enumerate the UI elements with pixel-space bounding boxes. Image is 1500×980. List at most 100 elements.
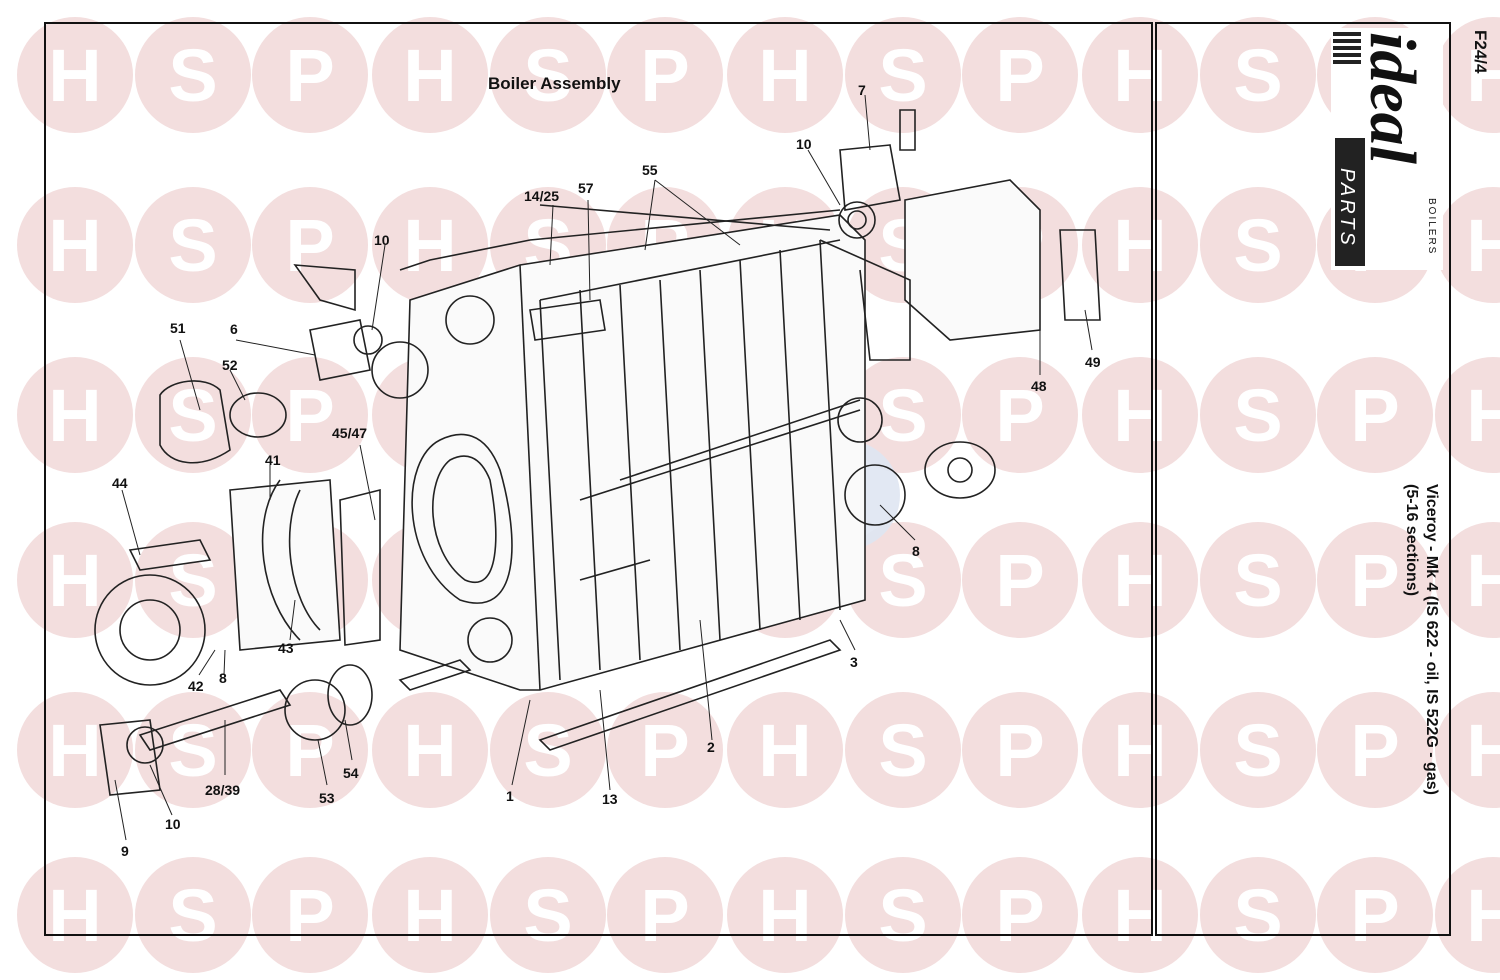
watermark-letter: H — [1466, 709, 1500, 792]
watermark-circle — [1200, 857, 1316, 973]
watermark-circle — [962, 357, 1078, 473]
model-title: Viceroy - Mk 4 (IS 622 - oil, IS 522G - … — [1423, 484, 1440, 795]
watermark-letter: S — [523, 874, 572, 957]
watermark-circle — [372, 187, 488, 303]
part-label: 3 — [850, 654, 858, 670]
watermark-circle — [17, 857, 133, 973]
watermark-letter: H — [1113, 709, 1166, 792]
watermark-letter: S — [878, 374, 927, 457]
diagram-frame — [44, 22, 1153, 936]
watermark-letter: H — [48, 874, 101, 957]
watermark-circle — [17, 692, 133, 808]
watermark-circle — [727, 692, 843, 808]
watermark-circle — [135, 357, 251, 473]
watermark-letter: H — [403, 874, 456, 957]
watermark-letter: H — [1466, 204, 1500, 287]
watermark-circle — [252, 357, 368, 473]
watermark-circle — [17, 522, 133, 638]
part-label: 43 — [278, 640, 294, 656]
watermark-circle — [372, 17, 488, 133]
part-label: 42 — [188, 678, 204, 694]
watermark-letter: H — [1466, 874, 1500, 957]
part-label: 55 — [642, 162, 658, 178]
watermark-circle — [962, 522, 1078, 638]
watermark-letter: H — [48, 709, 101, 792]
watermark-letter: H — [1466, 34, 1500, 117]
watermark-letter: H — [1113, 34, 1166, 117]
watermark-letter: H — [48, 539, 101, 622]
diagram-title: Boiler Assembly — [488, 74, 621, 93]
watermark-circle — [135, 692, 251, 808]
part-label: 1 — [506, 788, 514, 804]
watermark-circle — [727, 857, 843, 973]
watermark-circle — [252, 17, 368, 133]
svg-text:PARTS: PARTS — [1336, 168, 1358, 248]
watermark-circle — [845, 522, 961, 638]
watermark-circle — [1317, 357, 1433, 473]
watermark-letter: S — [168, 204, 217, 287]
watermark-letter: S — [523, 709, 572, 792]
watermark-letter: P — [285, 374, 334, 457]
watermark-letter: S — [523, 34, 572, 117]
watermark-circle — [607, 857, 723, 973]
watermark-letter: H — [1113, 874, 1166, 957]
watermark-circle — [135, 857, 251, 973]
watermark-letter: P — [1350, 374, 1399, 457]
watermark-letter: S — [878, 34, 927, 117]
watermark-letter: H — [1113, 539, 1166, 622]
watermark-circle — [1082, 522, 1198, 638]
watermark-circle — [1435, 17, 1500, 133]
part-label: 10 — [374, 232, 390, 248]
svg-text:BOILERS: BOILERS — [1426, 198, 1437, 255]
watermark-letter: H — [758, 34, 811, 117]
watermark-circle — [17, 187, 133, 303]
part-label: 41 — [265, 452, 281, 468]
watermark-circle — [135, 187, 251, 303]
watermark-letter: H — [48, 204, 101, 287]
watermark-circle — [1082, 857, 1198, 973]
part-label: 57 — [578, 180, 594, 196]
page-code: F24/4 — [1471, 30, 1490, 74]
watermark-circle — [17, 357, 133, 473]
watermark-circle — [1435, 857, 1500, 973]
watermark-circle — [845, 17, 961, 133]
watermark-letter: P — [1350, 539, 1399, 622]
watermark-circle — [1435, 187, 1500, 303]
watermark-circle — [17, 17, 133, 133]
watermark-letter: S — [1233, 34, 1282, 117]
part-label: 14/25 — [524, 188, 560, 204]
watermark-letter: P — [640, 34, 689, 117]
watermark-circle — [1317, 692, 1433, 808]
part-label: 48 — [1031, 378, 1047, 394]
watermark-letter: S — [1233, 874, 1282, 957]
part-label: 28/39 — [205, 782, 241, 798]
watermark-circle — [252, 187, 368, 303]
model-sections: (5-16 sections) — [1403, 484, 1420, 597]
watermark-circle — [372, 692, 488, 808]
part-label: 8 — [219, 670, 227, 686]
watermark-letter: P — [995, 539, 1044, 622]
watermark-letter: H — [1466, 374, 1500, 457]
part-label: 9 — [121, 843, 129, 859]
watermark-letter: S — [168, 874, 217, 957]
watermark-letter: P — [995, 709, 1044, 792]
part-label: 49 — [1085, 354, 1101, 370]
part-label: 53 — [319, 790, 335, 806]
part-label: 54 — [343, 765, 359, 781]
part-label: 8 — [912, 543, 920, 559]
watermark-letter: S — [1233, 204, 1282, 287]
watermark-circle — [1082, 17, 1198, 133]
watermark-circle — [845, 692, 961, 808]
watermark-letter: P — [995, 34, 1044, 117]
logo-text: ideal — [1356, 32, 1429, 165]
watermark-circle — [1435, 692, 1500, 808]
watermark-letter: H — [403, 709, 456, 792]
watermark-circle — [490, 857, 606, 973]
watermark-circle — [135, 522, 251, 638]
watermark-letter: S — [1233, 539, 1282, 622]
part-label: 51 — [170, 320, 186, 336]
watermark-circle — [607, 17, 723, 133]
watermark-circle — [1200, 17, 1316, 133]
part-label: 45/47 — [332, 425, 368, 441]
watermark-letter: S — [1233, 709, 1282, 792]
